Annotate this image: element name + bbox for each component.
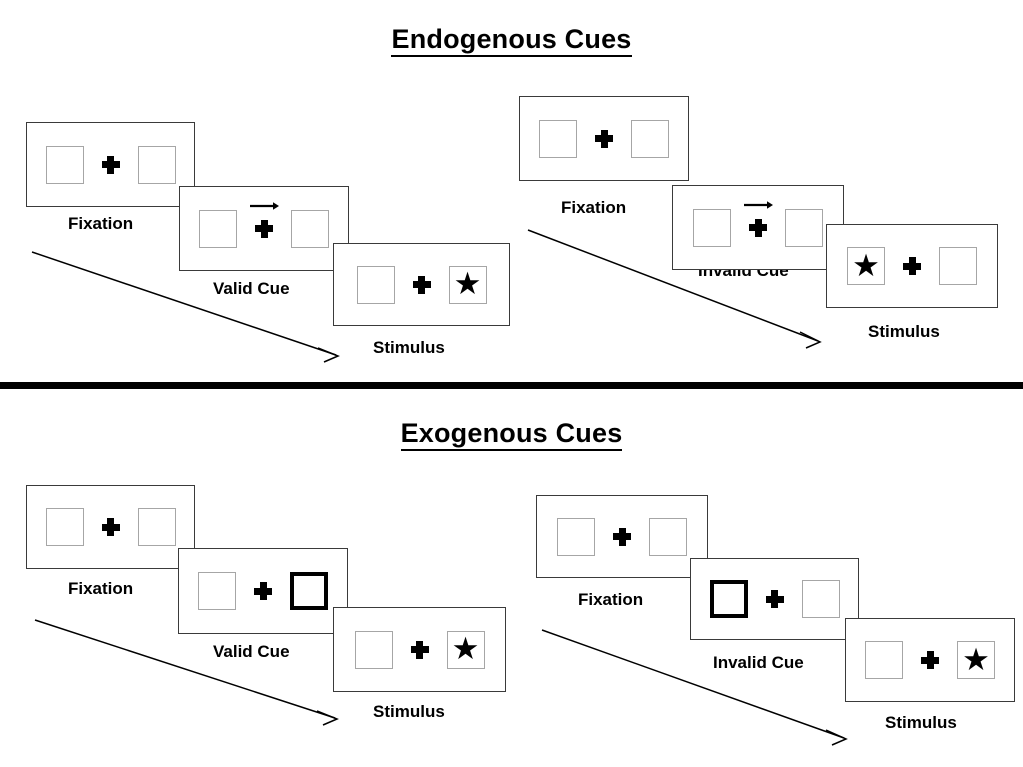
frame-endogenous-invalid-fixation: [519, 96, 689, 181]
frame-exogenous-invalid-cue: [690, 558, 859, 640]
frame-exogenous-invalid-stimulus: ★: [845, 618, 1015, 702]
placeholder-box-right: [137, 145, 176, 184]
time-flow-arrow-exogenous-valid: [33, 618, 348, 730]
frame-endogenous-invalid-cue: [672, 185, 844, 270]
fixation-cross-icon: [250, 201, 279, 239]
frame-exogenous-valid-cue: [178, 548, 348, 634]
fixation-cross-icon: [765, 589, 785, 609]
frame-label-exogenous-valid-fixation: Fixation: [68, 579, 134, 598]
placeholder-box-right: [291, 209, 329, 248]
frame-label-exogenous-invalid-cue: Invalid Cue: [713, 653, 804, 672]
placeholder-box-right: [631, 119, 669, 158]
frame-endogenous-valid-fixation: [26, 122, 195, 207]
placeholder-box-right: [939, 247, 977, 285]
placeholder-box-left: [356, 265, 395, 304]
placeholder-box-right-cued: [290, 572, 328, 610]
star-stimulus-icon: ★: [451, 631, 480, 666]
frame-label-endogenous-valid-stimulus: Stimulus: [373, 338, 445, 357]
frame-label-endogenous-invalid-fixation: Fixation: [561, 198, 627, 217]
frame-exogenous-valid-stimulus: ★: [333, 607, 506, 692]
frame-label-endogenous-invalid-stimulus: Stimulus: [868, 322, 940, 341]
fixation-cross-icon: [410, 640, 430, 660]
placeholder-box-right: [649, 517, 687, 556]
section-title-exogenous-text: Exogenous Cues: [400, 418, 623, 451]
placeholder-box-left: [198, 572, 236, 610]
placeholder-box-right: [801, 580, 840, 618]
frame-exogenous-valid-fixation: [26, 485, 195, 569]
fixation-cross-icon: [902, 256, 922, 276]
placeholder-box-right: [137, 508, 176, 546]
frame-label-exogenous-valid-cue: Valid Cue: [213, 642, 290, 661]
frame-label-endogenous-valid-cue: Valid Cue: [213, 279, 290, 298]
time-flow-arrow-endogenous-valid: [30, 250, 350, 365]
placeholder-box-right: ★: [957, 641, 995, 679]
section-title-endogenous: Endogenous Cues: [0, 24, 1023, 57]
time-flow-arrow-exogenous-invalid: [540, 628, 860, 748]
placeholder-box-left: [693, 208, 731, 247]
placeholder-box-left: [199, 209, 237, 248]
placeholder-box-right: ★: [448, 265, 487, 304]
cue-arrow-right-icon: [743, 199, 773, 211]
section-title-endogenous-text: Endogenous Cues: [391, 24, 632, 57]
fixation-cross-icon: [612, 527, 632, 547]
cue-arrow-right-icon: [249, 200, 279, 212]
fixation-cross-icon: [253, 581, 273, 601]
frame-label-exogenous-invalid-fixation: Fixation: [578, 590, 644, 609]
frame-endogenous-valid-cue: [179, 186, 349, 271]
frame-label-exogenous-invalid-stimulus: Stimulus: [885, 713, 957, 732]
placeholder-box-left: [45, 145, 84, 184]
placeholder-box-left: [865, 641, 903, 679]
fixation-cross-icon: [744, 200, 773, 238]
star-stimulus-icon: ★: [852, 247, 880, 283]
placeholder-box-right: ★: [446, 630, 485, 669]
placeholder-box-right: [785, 208, 823, 247]
section-title-exogenous: Exogenous Cues: [0, 418, 1023, 451]
fixation-cross-icon: [920, 650, 940, 670]
star-stimulus-icon: ★: [453, 266, 482, 301]
fixation-cross-icon: [101, 155, 121, 175]
frame-endogenous-invalid-stimulus: ★: [826, 224, 998, 308]
placeholder-box-left: [45, 508, 84, 546]
frame-label-endogenous-valid-fixation: Fixation: [68, 214, 134, 233]
section-divider: [0, 382, 1023, 389]
frame-label-exogenous-valid-stimulus: Stimulus: [373, 702, 445, 721]
placeholder-box-left: [557, 517, 595, 556]
placeholder-box-left: [354, 630, 393, 669]
placeholder-box-left: ★: [847, 247, 885, 285]
frame-exogenous-invalid-fixation: [536, 495, 708, 578]
placeholder-box-left: [539, 119, 577, 158]
fixation-cross-icon: [101, 517, 121, 537]
placeholder-box-left-cued: [709, 580, 748, 618]
time-flow-arrow-endogenous-invalid: [526, 228, 836, 353]
star-stimulus-icon: ★: [962, 641, 990, 677]
frame-endogenous-valid-stimulus: ★: [333, 243, 510, 326]
fixation-cross-icon: [594, 129, 614, 149]
fixation-cross-icon: [412, 275, 432, 295]
